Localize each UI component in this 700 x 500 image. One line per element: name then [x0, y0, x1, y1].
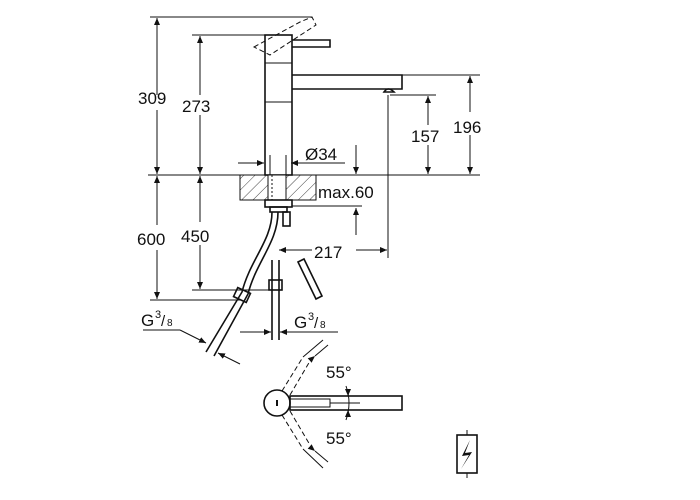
svg-text:8: 8: [320, 320, 326, 331]
supply-hoses: [205, 211, 324, 357]
svg-text:3: 3: [155, 309, 161, 321]
electrical-symbol-icon: [456, 430, 478, 478]
svg-text:G: G: [141, 311, 154, 330]
svg-text:8: 8: [167, 318, 173, 329]
dim-217-label: 217: [314, 243, 342, 262]
dim-273-label: 273: [182, 97, 210, 116]
dim-450-label: 450: [181, 227, 209, 246]
dimension-arrows: [154, 18, 473, 299]
dim-196-label: 196: [453, 118, 481, 137]
svg-text:/: /: [161, 313, 166, 330]
dim-157-label: 157: [411, 127, 439, 146]
dim-diameter-label: Ø34: [305, 145, 337, 164]
svg-text:3: 3: [308, 311, 314, 323]
connection-leaders: [143, 329, 338, 365]
top-view: [263, 339, 403, 469]
dim-309-label: 309: [138, 89, 166, 108]
g38-right-label: G 3 / 8: [294, 311, 326, 332]
dim-600-label: 600: [137, 230, 165, 249]
countertop: [239, 174, 317, 213]
svg-text:G: G: [294, 313, 307, 332]
angle-lower-label: 55°: [326, 429, 352, 448]
dim-max60-label: max.60: [318, 183, 374, 202]
angle-upper-label: 55°: [326, 363, 352, 382]
svg-text:/: /: [314, 315, 319, 332]
g38-left-label: G 3 / 8: [141, 309, 173, 330]
